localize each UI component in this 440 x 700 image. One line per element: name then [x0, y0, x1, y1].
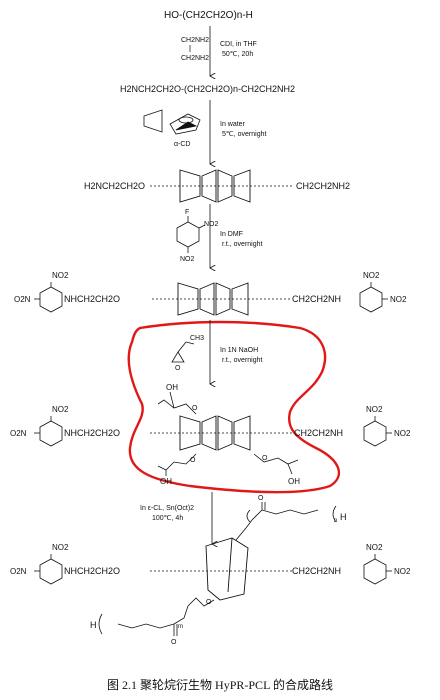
- reagent-ethylenediamine-bottom: CH2NH2: [181, 55, 209, 62]
- step3-condition-2: r.t., overnight: [222, 241, 263, 248]
- dnp-linker-right-row6: CH2CH2NH: [292, 566, 341, 576]
- polyrotaxane-ring-row6: [205, 537, 249, 601]
- pseudopolyrotaxane-left-end: H2NCH2CH2O: [84, 181, 145, 191]
- hydroxy-label-right: OH: [288, 477, 300, 486]
- dnp-linker-left-row6: NHCH2CH2O: [64, 566, 120, 576]
- highlight-outline: [127, 320, 341, 494]
- step1-condition-1: CDI, in THF: [220, 41, 257, 48]
- ether-oxygen-top: O: [192, 405, 198, 412]
- svg-text:NO2: NO2: [366, 543, 383, 552]
- svg-text:NO2: NO2: [52, 543, 69, 552]
- step1-condition-2: 50℃, 20h: [222, 51, 253, 58]
- reactant-peg: HO-(CH2CH2O)n-H: [164, 10, 253, 21]
- reagent-ethylenediamine-top: CH2NH2: [181, 37, 209, 44]
- propylene-oxide-methyl: CH3: [190, 335, 204, 342]
- intermediate-diamine-peg: H2NCH2CH2O-(CH2CH2O)n-CH2CH2NH2: [120, 84, 295, 94]
- step4-condition-2: r.t., overnight: [222, 357, 263, 364]
- dnp-cap-right-row5: NO2 NO2: [363, 405, 411, 447]
- propylene-oxide-oxygen: O: [175, 365, 181, 372]
- polyrotaxane-rings-row4: [177, 282, 249, 316]
- pseudopolyrotaxane-rings: [179, 169, 251, 203]
- hydroxy-label-top: OH: [166, 383, 178, 392]
- hydroxypropyl-group-right: [253, 453, 299, 475]
- dnp-cap-right-row6: NO2 NO2: [363, 543, 411, 585]
- alpha-cd-label: α-CD: [174, 141, 191, 148]
- pcl-carbonyl-oxygen-bottom: O: [171, 639, 177, 646]
- pcl-subscript-m: m: [178, 624, 183, 630]
- pcl-subscript-n-top: n: [334, 518, 337, 524]
- dnp-linker-left-row4: NHCH2CH2O: [64, 294, 120, 304]
- dnp-linker-right-row5: CH2CH2NH: [294, 428, 343, 438]
- dnp-cap-right-row4: NO2 NO2: [359, 271, 407, 313]
- svg-text:O2N: O2N: [10, 567, 27, 576]
- svg-text:NO2: NO2: [394, 429, 411, 438]
- pcl-chain-top: [235, 502, 337, 541]
- dnp-linker-right-row4: CH2CH2NH: [292, 294, 341, 304]
- ether-oxygen-right: O: [262, 455, 268, 462]
- hydroxypropyl-group-left: [157, 453, 197, 476]
- step3-condition-1: In DMF: [220, 231, 243, 238]
- dnp-cap-left-row5: NO2 O2N: [10, 405, 69, 447]
- polyrotaxane-rings-row5: [179, 415, 251, 451]
- svg-text:NO2: NO2: [390, 295, 407, 304]
- fdnb-nitro-label-a: NO2: [204, 221, 219, 228]
- step5-condition-1: In ε-CL, Sn(Oct)2: [140, 505, 194, 512]
- hydroxy-label-left: OH: [160, 477, 172, 486]
- hydroxypropyl-group-top: [157, 391, 197, 415]
- dnp-linker-left-row5: NHCH2CH2O: [64, 428, 120, 438]
- dnp-cap-left-row4: NO2 O2N: [14, 271, 69, 313]
- pcl-end-hydrogen-bottom: H: [90, 620, 97, 630]
- svg-text:NO2: NO2: [363, 271, 380, 280]
- fdnb-nitro-label-b: NO2: [180, 256, 195, 263]
- svg-text:NO2: NO2: [52, 405, 69, 414]
- svg-text:NO2: NO2: [394, 567, 411, 576]
- svg-text:O2N: O2N: [10, 429, 27, 438]
- fdnb-reagent-icon: [176, 216, 206, 253]
- pcl-end-hydrogen-top: H: [340, 512, 347, 522]
- fdnb-fluoro-label: F: [185, 209, 189, 216]
- step4-condition-1: In 1N NaOH: [220, 347, 258, 354]
- step2-condition-2: 5℃, overnight: [222, 131, 266, 138]
- svg-text:NO2: NO2: [366, 405, 383, 414]
- cyclodextrin-torus-icon: [143, 109, 201, 135]
- ether-oxygen-left: O: [190, 457, 196, 464]
- pcl-carbonyl-oxygen-top: O: [258, 495, 264, 502]
- step2-condition-1: In water: [220, 121, 246, 128]
- svg-text:O2N: O2N: [14, 295, 31, 304]
- step5-condition-2: 100℃, 4h: [152, 515, 183, 522]
- pcl-chain-bottom: [98, 597, 215, 636]
- figure-caption: 图 2.1 聚轮烷衍生物 HyPR-PCL 的合成路线: [107, 678, 333, 692]
- dnp-cap-left-row6: NO2 O2N: [10, 543, 69, 585]
- ether-oxygen-bottom: O: [206, 599, 212, 606]
- propylene-oxide-icon: [171, 341, 195, 363]
- svg-text:NO2: NO2: [52, 271, 69, 280]
- pseudopolyrotaxane-right-end: CH2CH2NH2: [296, 181, 350, 191]
